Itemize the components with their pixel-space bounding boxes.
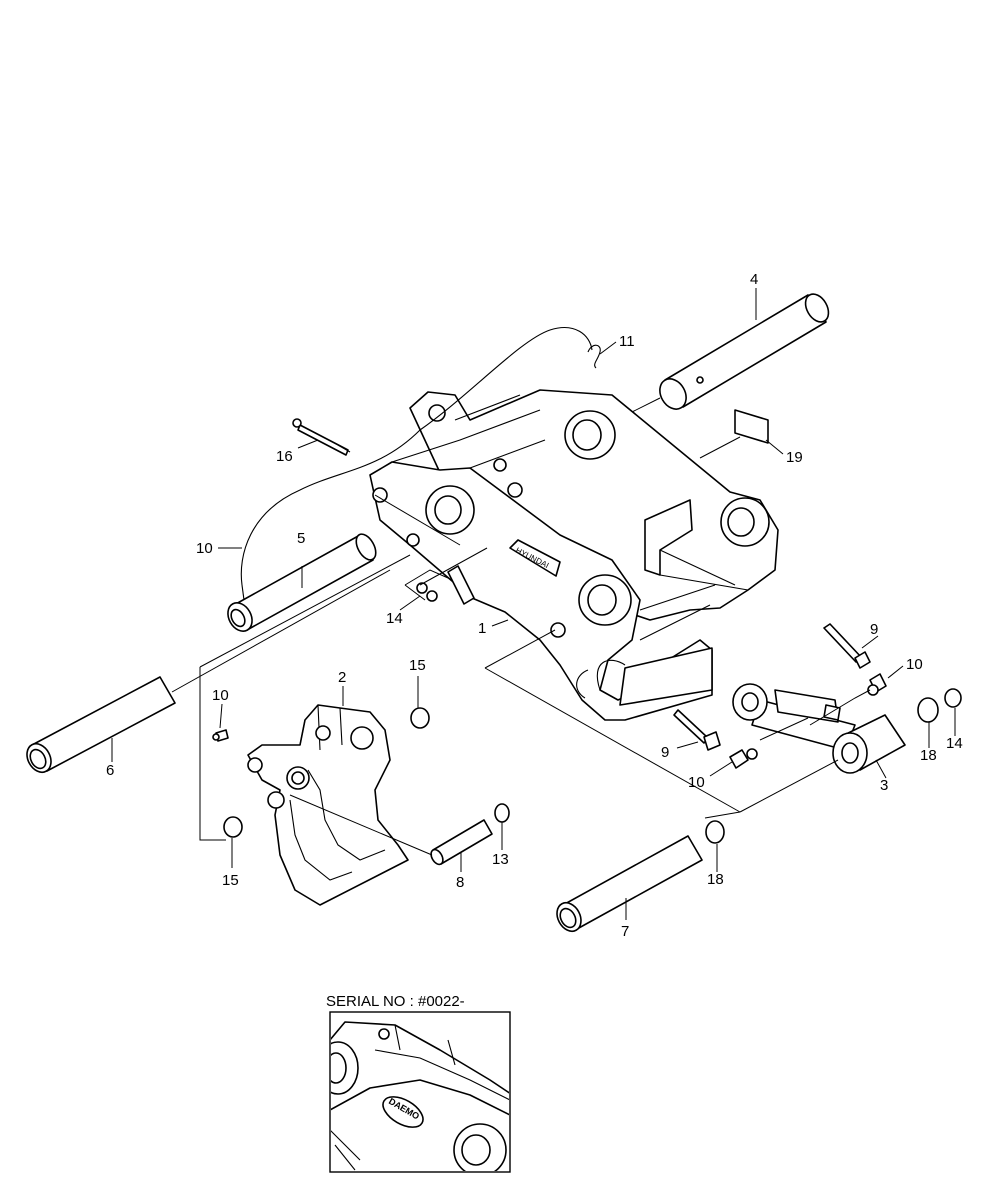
- bolt-9-upper: [823, 623, 871, 669]
- pin-5: [227, 533, 377, 632]
- callout-14-right: 14: [946, 735, 963, 752]
- ring-14-left: [494, 803, 510, 823]
- callout-5: 5: [297, 530, 305, 547]
- callout-9-upper: 9: [870, 621, 878, 638]
- pin-12: [212, 729, 229, 742]
- fitting-10-upper: [867, 673, 887, 696]
- callout-17: 14: [386, 610, 403, 627]
- snap-ring-13: [587, 344, 601, 369]
- callout-labels: 4 11 19 16 10 5 14 1 2 15 10 6 15 8 13 7…: [106, 271, 963, 940]
- inset-serial-label: SERIAL NO : #0022-: [326, 993, 465, 1010]
- ring-18-lower: [705, 820, 725, 844]
- callout-3: 3: [880, 777, 888, 794]
- callout-18-lower: 18: [707, 871, 724, 888]
- pin-4: [659, 293, 830, 410]
- callout-12: 10: [212, 687, 229, 704]
- ring-15-upper: [410, 707, 430, 729]
- callout-13: 11: [619, 333, 635, 350]
- callout-2: 2: [338, 669, 346, 686]
- coupler-frame: HYUNDAI: [369, 389, 779, 721]
- frame-boss-rear-upper: [564, 410, 616, 460]
- inset-detail: SERIAL NO : #0022- DAEMO: [326, 993, 511, 1173]
- frame-dowel: [447, 565, 475, 605]
- frame-boss-front-lower: [578, 574, 632, 626]
- callout-10-lower: 10: [688, 774, 705, 791]
- callout-6: 6: [106, 762, 114, 779]
- callout-4: 4: [750, 271, 758, 288]
- ring-18-right: [917, 697, 939, 723]
- fitting-10-lower: [729, 748, 758, 769]
- cylinder-3: [732, 683, 906, 774]
- locking-hook-2: [247, 704, 409, 906]
- leader-lines: [111, 288, 956, 920]
- pin-7: [556, 835, 703, 933]
- label-plate-19: [734, 409, 769, 444]
- callout-16: 16: [276, 448, 293, 465]
- callout-14-left: 13: [492, 851, 509, 868]
- bolt-16: [292, 418, 351, 456]
- frame-boss-rear-lower: [720, 497, 770, 547]
- ring-14-right: [944, 688, 962, 708]
- bolt-9-lower: [673, 709, 721, 751]
- callout-11: 10: [196, 540, 213, 557]
- callout-18-right: 18: [920, 747, 937, 764]
- safety-wire-11: [240, 327, 593, 586]
- assembly-lines: [171, 397, 871, 856]
- frame-boss-front-upper: [425, 485, 475, 535]
- callout-15-upper: 15: [409, 657, 426, 674]
- ring-15-lower: [223, 816, 243, 838]
- nuts-17: [416, 582, 438, 602]
- callout-1: 1: [478, 620, 486, 637]
- callout-10-upper: 10: [906, 656, 923, 673]
- callout-8: 8: [456, 874, 464, 891]
- callout-15-lower: 15: [222, 872, 239, 889]
- pin-6: [26, 676, 176, 774]
- callout-7: 7: [621, 923, 629, 940]
- callout-19: 19: [786, 449, 803, 466]
- pin-8: [430, 819, 493, 866]
- callout-9-lower: 9: [661, 744, 669, 761]
